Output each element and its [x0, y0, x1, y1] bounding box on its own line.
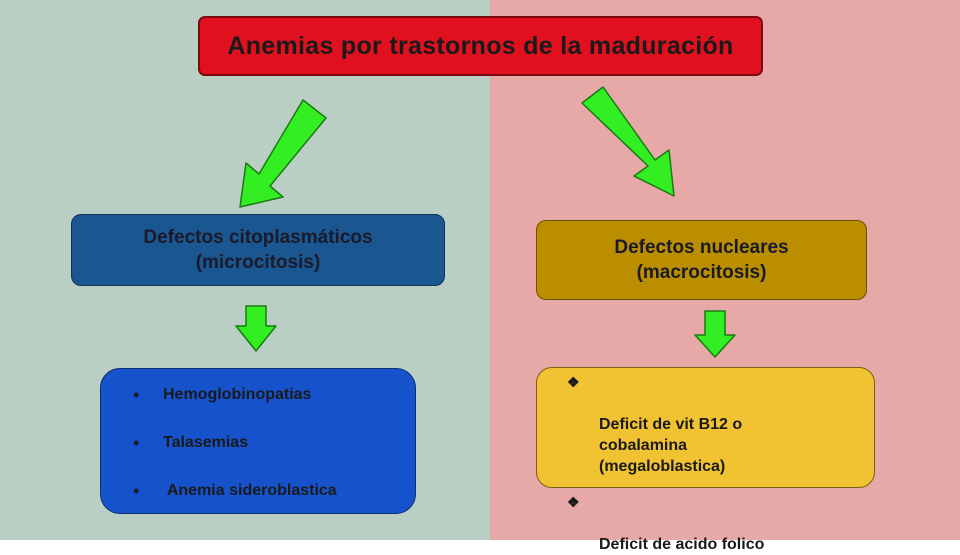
arrows-layer [235, 86, 736, 358]
bullet-diamond-icon: ❖ [567, 494, 580, 510]
arrow-down-right-small-icon [694, 310, 736, 358]
list-item-label: Anemia sideroblastica [163, 482, 337, 499]
diagram-title: Anemias por trastornos de la maduración [227, 31, 734, 60]
cytoplasmic-causes-list-box: ● Hemoglobinopatias ● Talasemias ● Anemi… [100, 368, 416, 514]
list-item: ❖ Deficit de acido folico [567, 492, 864, 555]
list-item: ● Talasemias [133, 431, 415, 455]
nuclear-causes-list: ❖ Deficit de vit B12 o cobalamina (megal… [567, 372, 864, 555]
list-item-label: Deficit de vit B12 o cobalamina (megalob… [599, 416, 743, 475]
cytoplasmic-defects-box: Defectos citoplasmáticos (microcitosis) [71, 214, 445, 286]
arrow-down-right-icon [581, 86, 675, 197]
nuclear-defects-heading: Defectos nucleares (macrocitosis) [614, 237, 789, 283]
list-item-label: Hemoglobinopatias [163, 386, 312, 403]
nuclear-defects-box: Defectos nucleares (macrocitosis) [536, 220, 867, 300]
nuclear-causes-list-box: ❖ Deficit de vit B12 o cobalamina (megal… [536, 367, 875, 553]
list-item-label: Talasemias [163, 434, 249, 451]
bullet-dot-icon: ● [133, 485, 140, 497]
bullet-dot-icon: ● [133, 437, 140, 449]
title-box: Anemias por trastornos de la maduración [198, 16, 763, 76]
list-item: ● Anemia sideroblastica [133, 479, 415, 503]
arrow-down-left-icon [239, 99, 327, 208]
list-item: ● Hemoglobinopatias [133, 383, 415, 407]
list-item: ❖ Deficit de vit B12 o cobalamina (megal… [567, 372, 864, 477]
arrow-down-left-small-icon [235, 305, 277, 352]
list-item-label: Deficit de acido folico [599, 536, 765, 553]
cytoplasmic-causes-list: ● Hemoglobinopatias ● Talasemias ● Anemi… [133, 383, 415, 503]
bullet-diamond-icon: ❖ [567, 374, 580, 390]
bullet-dot-icon: ● [133, 389, 140, 401]
cytoplasmic-defects-heading: Defectos citoplasmáticos (microcitosis) [143, 227, 373, 273]
